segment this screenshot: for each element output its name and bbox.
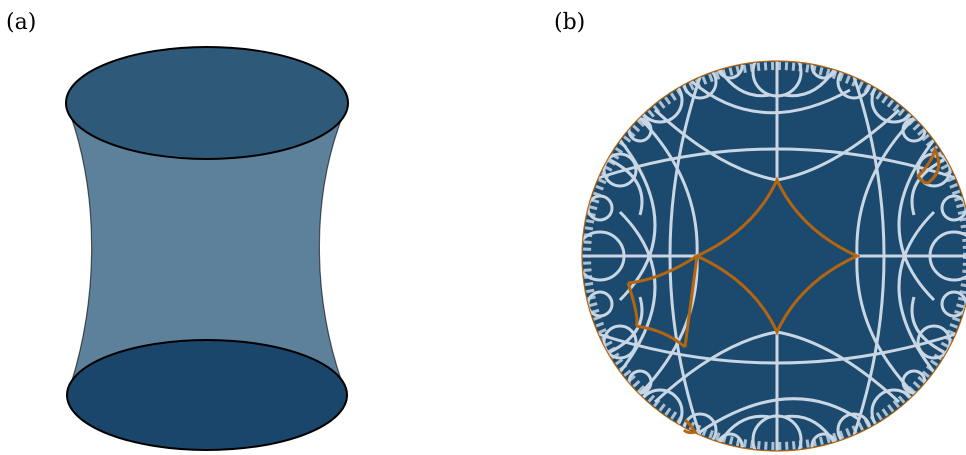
hyperboloid-surface: [65, 46, 349, 451]
panel-a-label: (a): [6, 10, 37, 35]
right-corner-tile: [916, 146, 941, 185]
disk-rim-pattern: [583, 62, 966, 450]
bottom-corner-tile: [682, 418, 698, 435]
hyperboloid-bottom-ellipse: [66, 339, 348, 451]
poincare-disk: [581, 60, 966, 452]
hyperboloid-top-ellipse: [65, 46, 349, 160]
left-tile: [626, 254, 699, 349]
highlighted-tiles: [626, 146, 941, 435]
disk-boundary: [581, 60, 966, 452]
panel-b-label: (b): [554, 10, 586, 35]
central-square-tile: [693, 176, 861, 336]
